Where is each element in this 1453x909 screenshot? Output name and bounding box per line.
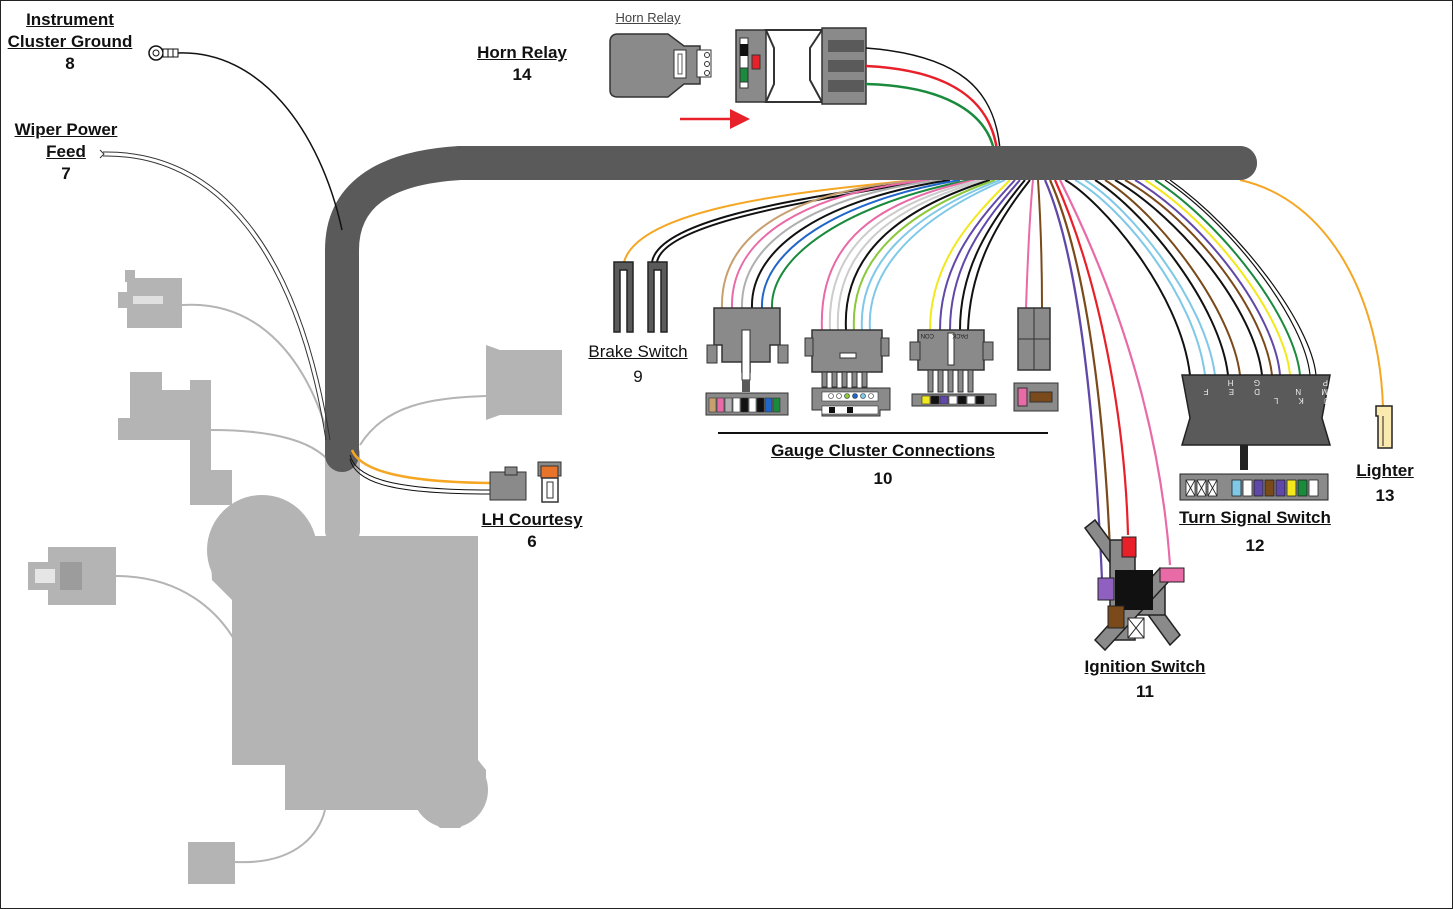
label-horn-relay: Horn Relay 14 <box>462 42 582 86</box>
label-horn-relay-small: Horn Relay <box>598 9 698 27</box>
label-wiper-power-feed-name: Wiper Power Feed <box>14 120 118 161</box>
horn-relay-socket <box>735 27 867 105</box>
label-gauge-cluster: Gauge Cluster Connections 10 <box>748 437 1018 493</box>
wiper-feed-wire <box>102 151 331 441</box>
ignition-switch-connector <box>1083 518 1185 652</box>
label-turn-signal-switch-number: 12 <box>1245 536 1265 555</box>
label-ignition-switch: Ignition Switch 11 <box>1068 654 1222 704</box>
turn-signal-wires <box>1064 179 1317 376</box>
wiper-feed-end-icon <box>99 149 105 159</box>
ghost-trapezoid <box>486 345 562 420</box>
tag-pack: PACK <box>952 332 968 338</box>
label-lighter: Lighter 13 <box>1345 458 1425 508</box>
lighter-connector <box>1375 405 1393 449</box>
label-brake-switch-number: 9 <box>633 367 643 386</box>
label-lighter-name: Lighter <box>1356 461 1414 480</box>
label-lh-courtesy-name: LH Courtesy <box>481 510 583 529</box>
brake-switch-connector <box>613 261 668 333</box>
main-harness <box>325 146 1257 472</box>
lh-courtesy-connector <box>489 461 562 503</box>
horn-relay-wires <box>865 47 1001 151</box>
label-turn-signal-switch: Turn Signal Switch 12 <box>1160 504 1350 560</box>
gauge-cluster-wires <box>720 179 1043 331</box>
label-instrument-cluster-ground: Instrument Cluster Ground 8 <box>0 9 140 75</box>
lh-courtesy-wires <box>349 449 491 495</box>
label-wiper-power-feed: Wiper Power Feed 7 <box>0 119 132 185</box>
label-gauge-cluster-name: Gauge Cluster Connections <box>771 441 995 460</box>
turn-signal-pins-left: D E F G H <box>1194 378 1260 396</box>
gauge-connector-d <box>1013 307 1059 412</box>
label-brake-switch: Brake Switch 9 <box>572 339 704 389</box>
label-instrument-cluster-ground-name: Instrument Cluster Ground <box>7 10 133 51</box>
label-horn-relay-small-text: Horn Relay <box>615 10 681 25</box>
ground-wire <box>177 52 343 231</box>
label-lh-courtesy: LH Courtesy 6 <box>462 509 602 553</box>
horn-relay-component <box>609 33 712 98</box>
insert-arrow-icon <box>680 109 750 129</box>
ghost-connector-top-left <box>118 270 182 328</box>
turn-signal-pins-right: J K L M N P <box>1265 378 1328 405</box>
ghost-connector-left <box>28 547 116 605</box>
gauge-connector-b <box>804 329 891 417</box>
label-instrument-cluster-ground-number: 8 <box>65 54 75 73</box>
label-ignition-switch-name: Ignition Switch <box>1084 657 1206 676</box>
ghost-box-bottom <box>188 842 235 884</box>
lighter-wire <box>1239 179 1384 409</box>
label-ignition-switch-number: 11 <box>1136 682 1154 701</box>
label-lighter-number: 13 <box>1375 486 1395 505</box>
ghost-block-middle <box>118 372 232 505</box>
label-horn-relay-name: Horn Relay <box>477 43 567 62</box>
gauge-connector-c: CON PACK <box>909 329 997 407</box>
label-turn-signal-switch-name: Turn Signal Switch <box>1179 508 1331 527</box>
ghosted-components <box>28 270 562 884</box>
label-gauge-cluster-number: 10 <box>873 469 893 488</box>
label-wiper-power-feed-number: 7 <box>61 164 71 183</box>
turn-signal-switch-connector <box>1179 374 1332 501</box>
ground-ring-terminal-icon <box>148 45 179 61</box>
label-lh-courtesy-number: 6 <box>527 532 537 551</box>
label-brake-switch-name: Brake Switch <box>588 342 688 361</box>
label-horn-relay-number: 14 <box>512 65 532 84</box>
tag-con: CON <box>921 332 934 338</box>
gauge-connector-a <box>705 307 789 416</box>
